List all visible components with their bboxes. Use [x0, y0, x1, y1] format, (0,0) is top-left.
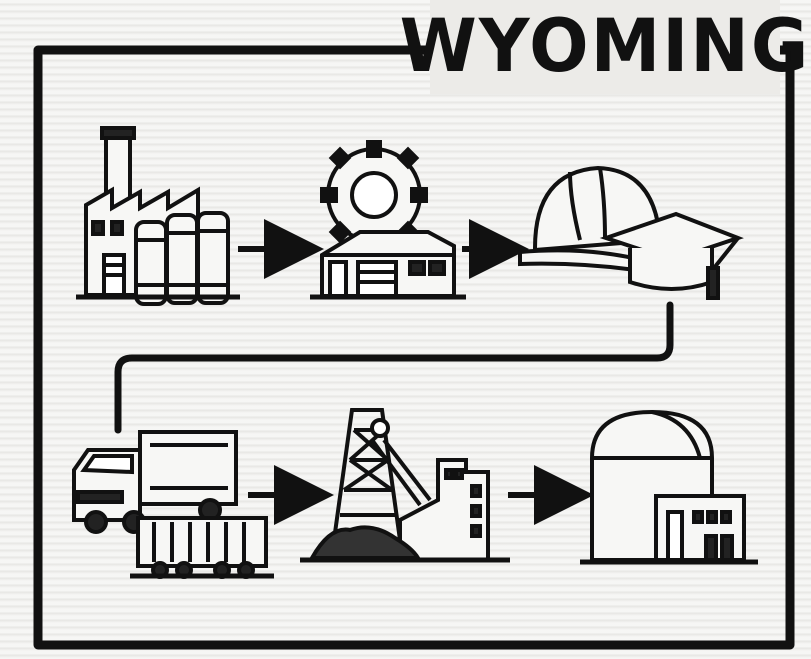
factory-with-tanks-icon — [76, 126, 240, 306]
truck-and-railcar-icon — [72, 430, 274, 579]
row-connector-line — [114, 301, 674, 434]
outer-frame — [33, 45, 795, 650]
page-title: WYOMING — [400, 0, 808, 95]
gear-manufacturing-plant-icon — [310, 140, 466, 300]
mine-headframe-processing-plant-icon — [300, 408, 510, 563]
nuclear-reactor-dome-icon — [580, 409, 758, 565]
hard-hat-graduation-cap-icon — [518, 165, 744, 300]
